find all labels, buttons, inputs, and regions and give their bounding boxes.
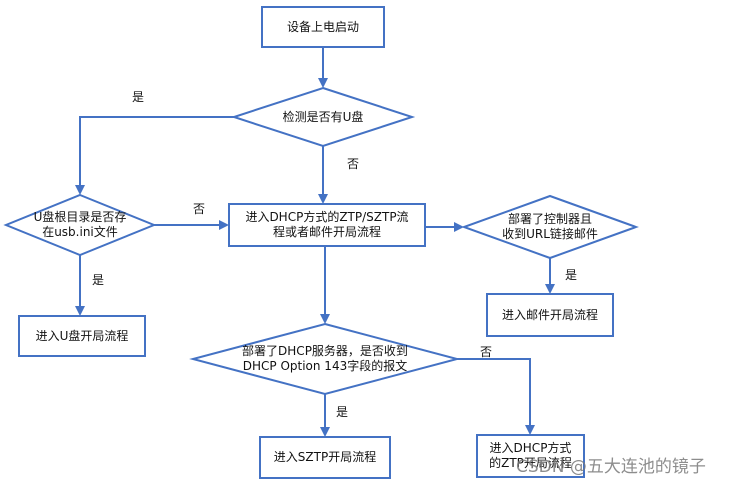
edge-option-to-ztp-flow — [457, 358, 535, 435]
node-controller-mail-label: 部署了控制器且 收到URL链接邮件 — [502, 212, 598, 241]
node-dhcp-ztp-flow-label: 进入DHCP方式 的ZTP开局流程 — [489, 441, 572, 470]
node-dhcp-ztp-label: 进入DHCP方式的ZTP/SZTP流 程或者邮件开局流程 — [245, 210, 409, 239]
node-sztp-flow-label: 进入SZTP开局流程 — [273, 450, 377, 464]
node-start-label: 设备上电启动 — [286, 19, 359, 34]
edge-label-no-dhcp: 否 — [347, 157, 360, 171]
edge-check-to-usb-ini — [75, 116, 234, 195]
node-usb-flow — [18, 315, 146, 357]
node-check-usb-label: 检测是否有U盘 — [282, 109, 364, 124]
node-start — [261, 6, 385, 48]
node-usb-ini-label: U盘根目录是否存 在usb.ini文件 — [33, 210, 127, 239]
edge-label-no-from-usb-ini: 否 — [193, 202, 206, 216]
edge-label-yes-usb-ini: 是 — [132, 90, 145, 104]
node-dhcp-ztp — [228, 203, 426, 247]
edge-label-no-ztp-flow: 否 — [480, 345, 493, 359]
node-mail-flow-label: 进入邮件开局流程 — [501, 307, 598, 322]
watermark: CSDN @五大连池的镜子 — [516, 457, 706, 477]
edge-label-yes-sztp: 是 — [336, 405, 349, 419]
node-usb-flow-label: 进入U盘开局流程 — [35, 328, 129, 343]
edge-label-yes-mail-flow: 是 — [565, 268, 578, 282]
node-dhcp-option-label: 部署了DHCP服务器，是否收到 DHCP Option 143字段的报文 — [242, 344, 408, 373]
edge-label-yes-usb-flow: 是 — [92, 273, 105, 287]
node-sztp-flow — [259, 436, 391, 479]
node-mail-flow — [486, 293, 614, 337]
node-dhcp-ztp-flow — [476, 434, 585, 478]
